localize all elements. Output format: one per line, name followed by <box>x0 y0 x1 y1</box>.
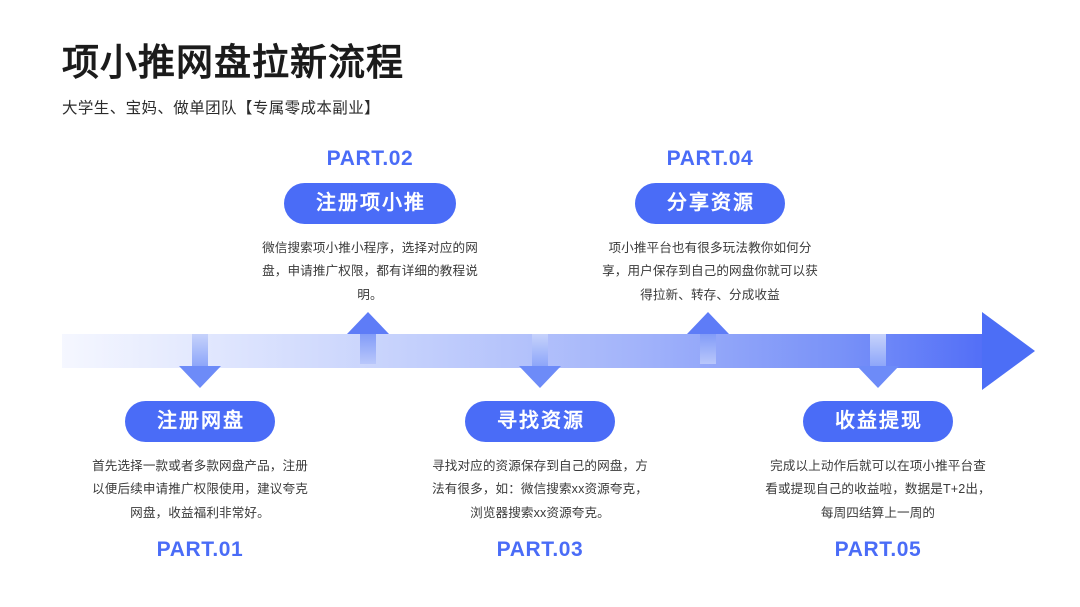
part-label-05: PART.05 <box>834 537 922 561</box>
page-subtitle: 大学生、宝妈、做单团队【专属零成本副业】 <box>62 100 381 118</box>
connector-down-part-01 <box>179 334 221 390</box>
step-description-04: 项小推平台也有很多玩法教你如何分享，用户保存到自己的网盘你就可以获得拉新、转存、… <box>602 241 818 302</box>
timeline-arrow-head-icon <box>982 312 1035 390</box>
page-title: 项小推网盘拉新流程 <box>62 42 404 83</box>
step-part-03[interactable]: 寻找资源 寻找对应的资源保存到自己的网盘，方法有很多，如：微信搜索xx资源夸克，… <box>425 401 655 560</box>
arrow-stem <box>870 334 886 368</box>
arrow-stem <box>532 334 548 368</box>
connector-up-part-02 <box>347 312 389 368</box>
arrow-stem <box>360 330 376 364</box>
step-part-05[interactable]: 收益提现 完成以上动作后就可以在项小推平台查看或提现自己的收益啦，数据是T+2出… <box>763 401 993 560</box>
step-pill-04[interactable]: 分享资源 <box>635 183 785 224</box>
arrow-stem <box>700 330 716 364</box>
connector-up-part-04 <box>687 312 729 368</box>
timeline-bar <box>62 334 982 368</box>
connector-down-part-03 <box>519 334 561 390</box>
connector-down-part-05 <box>857 334 899 390</box>
arrow-down-icon <box>857 366 899 388</box>
step-pill-01[interactable]: 注册网盘 <box>125 401 275 442</box>
arrow-stem <box>192 334 208 368</box>
step-part-01[interactable]: 注册网盘 首先选择一款或者多款网盘产品，注册以便后续申请推广权限使用，建议夸克网… <box>85 401 315 560</box>
step-description-01: 首先选择一款或者多款网盘产品，注册以便后续申请推广权限使用，建议夸克网盘，收益福… <box>92 459 308 520</box>
arrow-up-icon <box>347 312 389 334</box>
part-label-01: PART.01 <box>156 537 244 561</box>
step-description-05: 完成以上动作后就可以在项小推平台查看或提现自己的收益啦，数据是T+2出，每周四结… <box>765 459 991 520</box>
arrow-down-icon <box>179 366 221 388</box>
step-description-02: 微信搜索项小推小程序，选择对应的网盘，申请推广权限，都有详细的教程说明。 <box>262 241 478 302</box>
arrow-down-icon <box>519 366 561 388</box>
step-part-02[interactable]: PART.02 注册项小推 微信搜索项小推小程序，选择对应的网盘，申请推广权限，… <box>255 148 485 307</box>
part-label-02: PART.02 <box>326 147 414 170</box>
step-pill-05[interactable]: 收益提现 <box>803 401 953 442</box>
step-description-03: 寻找对应的资源保存到自己的网盘，方法有很多，如：微信搜索xx资源夸克，浏览器搜索… <box>432 459 648 520</box>
arrow-up-icon <box>687 312 729 334</box>
part-label-03: PART.03 <box>496 537 584 561</box>
part-label-04: PART.04 <box>666 147 754 170</box>
step-part-04[interactable]: PART.04 分享资源 项小推平台也有很多玩法教你如何分享，用户保存到自己的网… <box>595 148 825 307</box>
step-pill-02[interactable]: 注册项小推 <box>284 183 456 224</box>
header: 项小推网盘拉新流程 大学生、宝妈、做单团队【专属零成本副业】 <box>62 40 762 118</box>
step-pill-03[interactable]: 寻找资源 <box>465 401 615 442</box>
